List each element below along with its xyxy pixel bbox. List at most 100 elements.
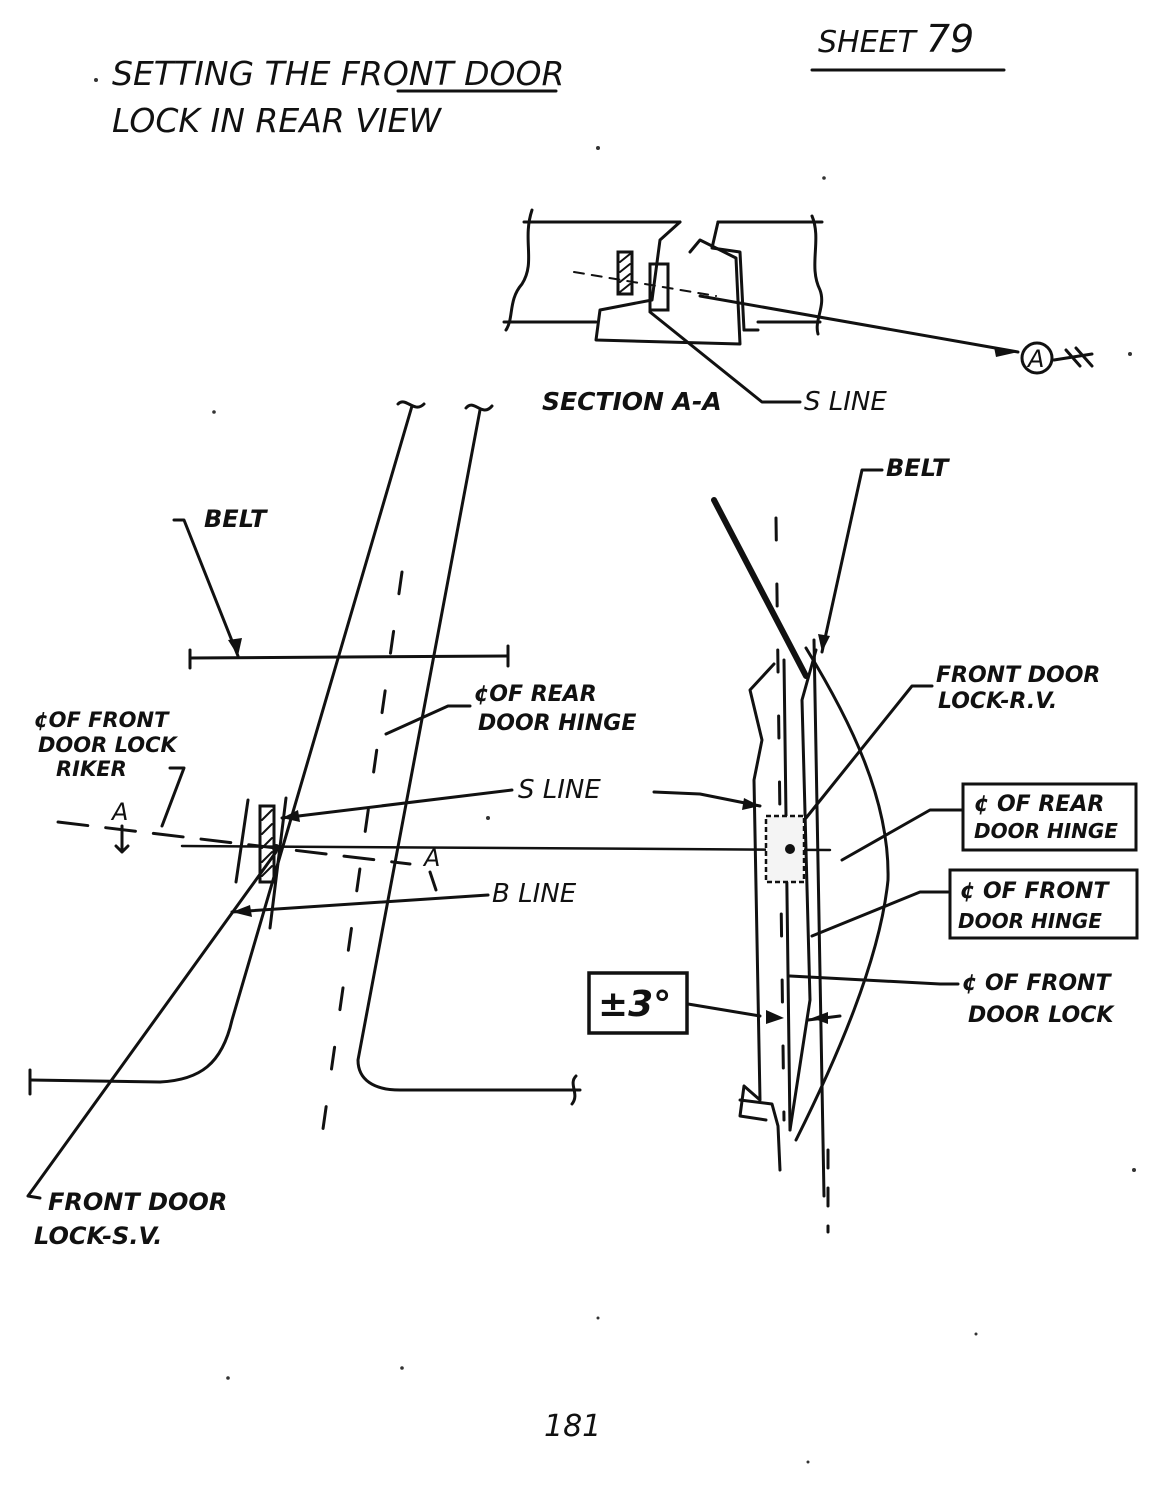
door-inner-panel [738,662,776,1122]
speck [974,1332,978,1336]
speck [212,410,216,414]
rear-hinge-slant [788,648,818,1132]
rear-belt-label: BELT [886,454,950,482]
box-rear-hinge-1: ¢ OF REAR [974,792,1104,817]
view-direction-arrowhead [994,347,1018,357]
section-break-left [504,208,534,332]
view-marker-circle [1020,341,1054,375]
side-s-line-leader [280,788,514,820]
section-s-line-label: S LINE [804,387,887,417]
box-front-hinge-leader [810,890,950,938]
belt-line-ends [188,644,510,670]
box-front-hinge-1: ¢ OF FRONT [960,879,1110,904]
lock-sv-label-2: LOCK-S.V. [34,1222,162,1250]
lock-sv-leader [26,850,278,1200]
section-s-line-leader [648,310,802,404]
speck [94,78,98,82]
speck [400,1366,404,1370]
lock-rv-center-dot [785,844,795,854]
rear-door-flange [710,220,760,332]
side-b-line-label: B LINE [492,879,577,909]
belt-leader-arrow [228,638,242,656]
side-cl-front-lock-2: DOOR LOCK [38,733,179,757]
angle-arrow-right [812,1012,828,1024]
side-belt-label: BELT [204,505,268,533]
box-rear-hinge [961,782,1138,852]
lock-sv-center-dot [272,844,280,852]
section-a-a: A SECTION A-A S LINE [502,208,1094,417]
lock-section-hatch [616,250,634,296]
door-outer-panel [794,646,890,1142]
title-line-1: SETTING THE FRONT DOOR [112,54,564,93]
rear-pillar-inner [356,408,582,1092]
rear-hinge-leader [384,704,472,736]
speck [596,146,600,150]
box-front-hinge-2: DOOR HINGE [958,909,1102,933]
rear-belt-leader [820,468,884,654]
rear-cl-front-lock-1: ¢ OF FRONT [962,971,1112,996]
section-caption: SECTION A-A [542,387,722,416]
pillar-break-marks [396,400,494,412]
side-cl-front-lock-3: RIKER [56,757,127,781]
lock-sv-label-1: FRONT DOOR [48,1188,227,1216]
belt-leader [172,518,240,658]
rear-belt-arrow [818,634,830,652]
title-front-word: FRONT [341,54,457,93]
speck [596,1316,600,1320]
sill-end-ticks [28,1068,578,1106]
title-line-1-pre: SETTING THE [112,54,341,93]
box-front-hinge [948,868,1139,940]
horizontal-reference-line [180,844,832,852]
speck [226,1376,230,1380]
rear-hinge-centerline [318,570,404,1152]
side-cl-front-lock-1: ¢OF FRONT [34,708,170,732]
pillar-line-right [812,638,826,1198]
sheet-number: 79 [926,17,974,61]
pillar-line-left [782,658,792,1132]
side-cl-rear-hinge-1: ¢OF REAR [474,682,597,707]
rear-cl-front-lock-leader [788,974,960,986]
sill-line [28,1078,162,1084]
glass-line [711,497,809,679]
lock-rv-leader [804,684,934,820]
section-break-right [810,214,824,336]
lock-rv-label-2: LOCK-R.V. [938,689,1057,714]
lock-sv-striker [234,796,288,930]
rear-view: BELT FRONT DOOR LOCK-R.V. ¢ OF REAR DOOR… [587,454,1139,1234]
speck [806,1460,810,1464]
lock-rv-label-1: FRONT DOOR [936,663,1100,688]
section-cut-a-left-label: A [110,798,128,826]
rear-s-line-leader [652,790,762,808]
front-lock-centerline [56,820,412,866]
lock-sv-hatch [261,809,273,877]
lock-section-hatch-lines [619,253,631,293]
b-line-arrowhead [232,905,252,917]
view-direction-arrow-line [698,294,1020,354]
speck [1132,1168,1136,1172]
side-view: A A BELT ¢OF REAR DOOR HINGE ¢OF FRONT D… [26,400,832,1250]
b-line [230,893,490,914]
side-cl-rear-hinge-2: DOOR HINGE [478,711,636,736]
angle-value: ±3° [598,984,671,1025]
section-centerline [573,271,717,297]
title-line-1-post: DOOR [454,54,565,93]
side-s-line-label: S LINE [518,775,601,805]
lower-flange [738,1098,782,1172]
page-number: 181 [544,1409,601,1444]
box-rear-hinge-leader [840,808,964,862]
section-cut-a-left [114,824,130,854]
belt-line [188,654,510,660]
sheet-label-word: SHEET [818,25,919,60]
view-marker-tail [1052,346,1094,368]
section-cut-a-right [428,870,438,892]
speck [822,176,826,180]
rear-s-line-arrow [742,798,760,810]
title-line-2: LOCK IN REAR VIEW [112,101,442,140]
section-cut-a-right-label: A [422,844,440,872]
rear-cl-front-lock-2: DOOR LOCK [968,1003,1115,1028]
lock-sv-hatch-block [258,804,276,884]
scan-specks [94,78,1136,1464]
side-cl-front-lock-leader [160,766,186,828]
